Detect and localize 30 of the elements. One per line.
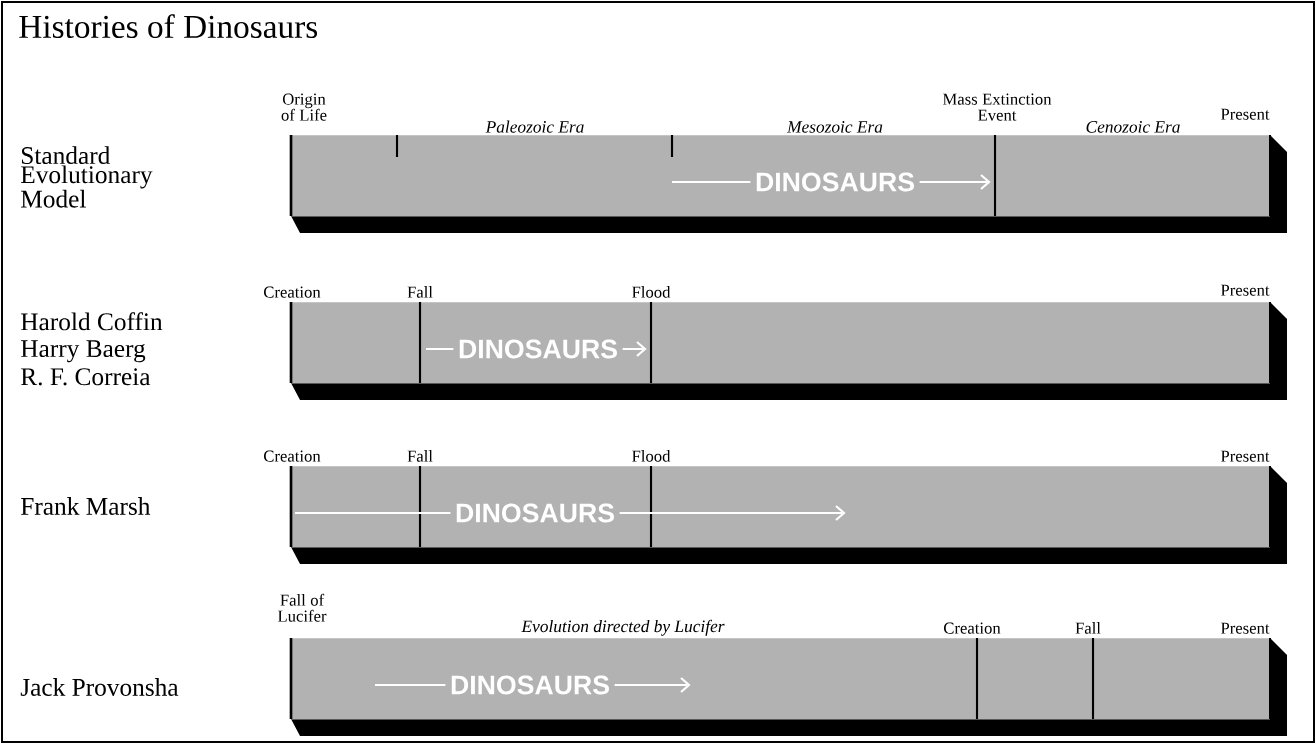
event-label: Fall: [407, 450, 433, 462]
event-label: Present: [1220, 284, 1270, 296]
event-label: Flood: [632, 286, 671, 298]
row-name: Harry Baerg: [21, 340, 146, 363]
era-label: Evolution directed by Lucifer: [521, 619, 725, 636]
event-label: Fall of Lucifer: [277, 593, 327, 622]
event-label: Creation: [264, 450, 321, 462]
row-name: Standard Evolutionary Model: [21, 146, 153, 208]
row-name: Frank Marsh: [21, 497, 151, 515]
timeline-bar: DINOSAURS: [289, 301, 1287, 400]
event-label: Present: [1220, 108, 1270, 120]
era-label: Paleozoic Era: [485, 120, 584, 133]
timeline-bar: DINOSAURS: [289, 637, 1287, 736]
era-label: Mesozoic Era: [786, 121, 883, 133]
event-label: Flood: [632, 450, 671, 462]
event-label: Mass Extinction Event: [942, 93, 1052, 121]
row-name: Jack Provonsha: [20, 678, 179, 696]
title: Histories of Dinosaurs: [19, 14, 318, 39]
era-label: Cenozoic Era: [1086, 121, 1180, 133]
event-label: Creation: [264, 286, 321, 298]
timeline-bar: DINOSAURS: [289, 134, 1287, 233]
event-label: Fall: [1075, 622, 1101, 634]
row-name: Harold Coffin: [21, 312, 163, 331]
event-label: Present: [1220, 622, 1270, 634]
event-label: Present: [1220, 450, 1270, 462]
event-label: Fall: [407, 286, 433, 298]
row-name: R. F. Correia: [21, 368, 151, 386]
event-label: Creation: [944, 622, 1001, 634]
event-label: Origin of Life: [281, 93, 327, 121]
timeline-bar: DINOSAURS: [289, 465, 1287, 564]
